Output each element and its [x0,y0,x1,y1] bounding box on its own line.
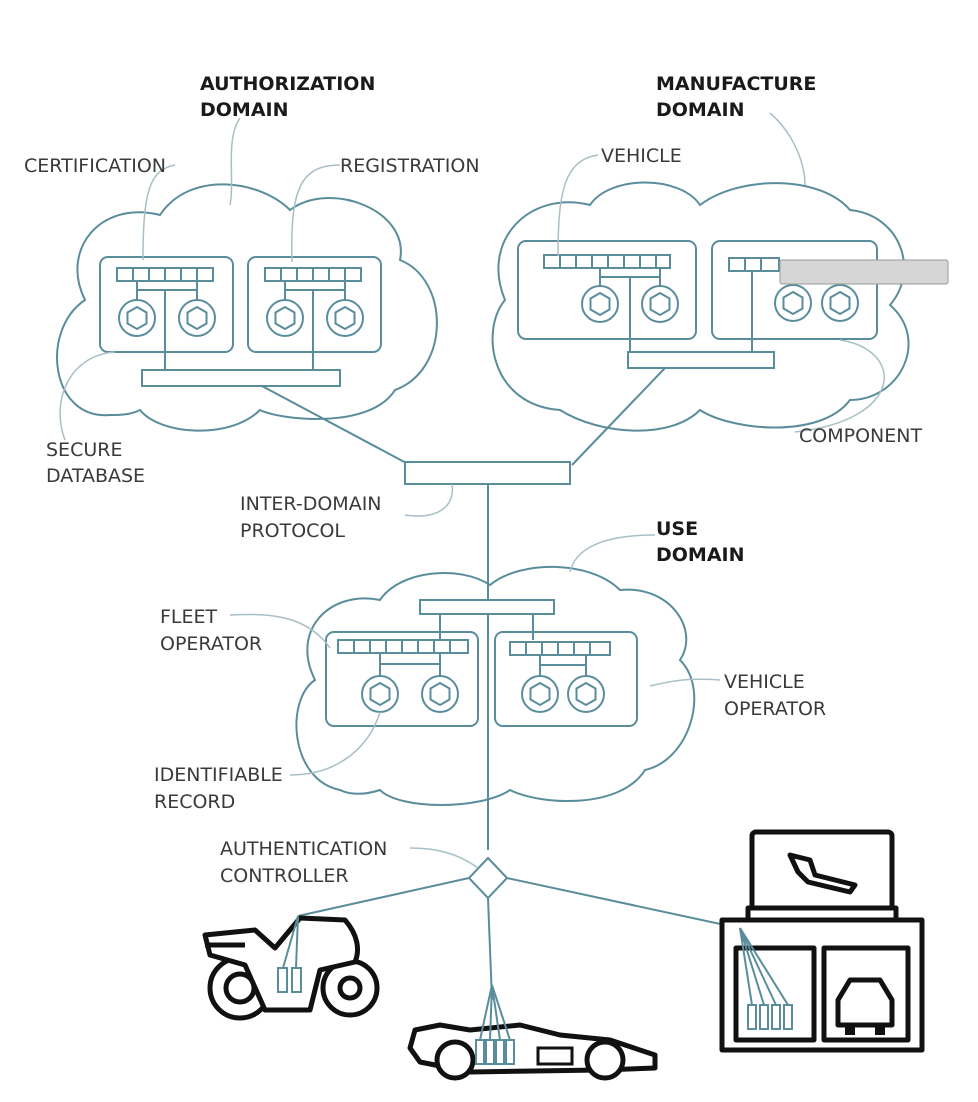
svg-text:RECORD: RECORD [154,791,235,813]
svg-text:IDENTIFIABLE: IDENTIFIABLE [154,764,283,786]
use-domain-cloud [295,565,696,806]
svg-text:OPERATOR: OPERATOR [724,698,826,720]
svg-text:OPERATOR: OPERATOR [160,633,262,655]
svg-text:SECURE: SECURE [46,439,122,461]
motorcycle-icon [202,915,380,1021]
component-label: COMPONENT [799,425,922,447]
authentication-controller-label: AUTHENTICATION CONTROLLER [220,838,387,887]
svg-text:USE: USE [656,518,698,540]
svg-text:PROTOCOL: PROTOCOL [240,520,345,542]
manufacture-domain-cloud [491,181,910,432]
inter-domain-protocol-label: INTER-DOMAIN PROTOCOL [240,493,382,542]
svg-text:DATABASE: DATABASE [46,465,145,487]
use-domain-title: USE DOMAIN [656,518,745,566]
authorization-domain-cloud [56,183,438,432]
race-car-icon [407,984,658,1081]
svg-text:FLEET: FLEET [160,606,218,628]
component-bus-bar [627,351,775,369]
identifiable-record-label: IDENTIFIABLE RECORD [154,764,283,813]
svg-text:INTER-DOMAIN: INTER-DOMAIN [240,493,382,515]
svg-text:DOMAIN: DOMAIN [200,99,289,121]
secure-database-label: SECURE DATABASE [46,439,145,487]
car-icon [835,977,895,1035]
svg-text:CONTROLLER: CONTROLLER [220,865,349,887]
svg-text:AUTHENTICATION: AUTHENTICATION [220,838,387,860]
secure-database-bar [141,369,341,387]
svg-text:AUTHORIZATION: AUTHORIZATION [200,73,375,95]
authentication-controller-node [467,856,509,900]
use-domain-bus-bar [419,599,555,615]
svg-text:MANUFACTURE: MANUFACTURE [656,73,816,95]
svg-text:VEHICLE: VEHICLE [724,671,805,693]
redacted-label [779,259,949,285]
registration-label: REGISTRATION [340,155,480,177]
manufacture-domain-title: MANUFACTURE DOMAIN [656,73,816,121]
svg-text:DOMAIN: DOMAIN [656,544,745,566]
wrench-icon [787,852,858,895]
certification-label: CERTIFICATION [24,155,166,177]
svg-text:DOMAIN: DOMAIN [656,99,745,121]
vehicle-operator-label: VEHICLE OPERATOR [724,671,826,720]
authorization-domain-title: AUTHORIZATION DOMAIN [200,73,375,121]
vehicle-label: VEHICLE [601,145,682,167]
fleet-operator-label: FLEET OPERATOR [160,606,262,655]
repair-shop-icon [719,829,925,1053]
inter-domain-protocol-bar [404,461,571,485]
